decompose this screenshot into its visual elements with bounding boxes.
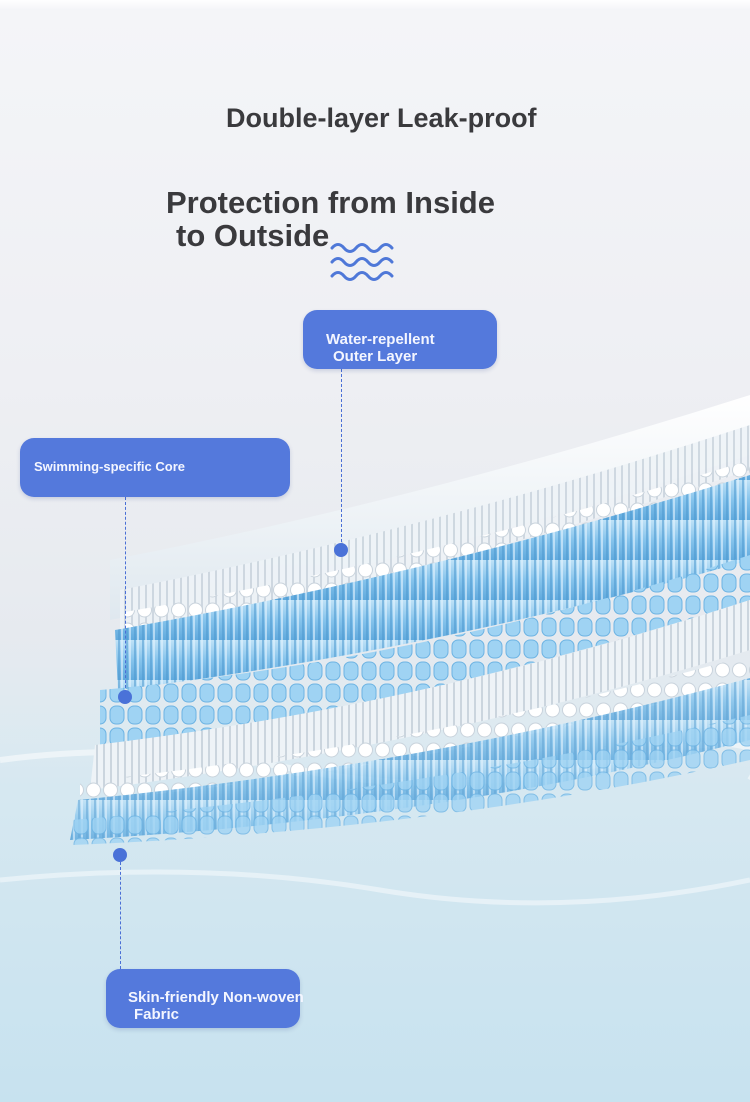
anchor-dot-core: [118, 690, 132, 704]
headline-secondary-line2: to Outside: [176, 218, 330, 253]
headline-secondary-line1: Protection from Inside: [166, 185, 495, 220]
anchor-dot-skin: [113, 848, 127, 862]
callout-outer-line1: Water-repellent: [326, 331, 435, 348]
leader-line-core: [125, 497, 126, 693]
layer-illustration: [0, 395, 750, 1102]
callout-skin-line1: Skin-friendly Non-woven: [128, 989, 304, 1006]
callout-outer-line2: Outer Layer: [333, 348, 418, 365]
anchor-dot-outer: [334, 543, 348, 557]
headline-secondary: Protection from Inside to Outside: [166, 186, 495, 252]
leader-line-skin: [120, 862, 121, 969]
callout-core-label: Swimming-specific Core: [34, 459, 185, 474]
wave-icon: [330, 243, 394, 281]
callout-skin-line2: Fabric: [134, 1006, 180, 1023]
headline-primary: Double-layer Leak-proof: [226, 103, 537, 133]
callout-skin-friendly-fabric: Skin-friendly Non-woven Fabric: [106, 969, 304, 1028]
callout-swimming-core: Swimming-specific Core: [20, 438, 290, 497]
callout-water-repellent-outer-layer: Water-repellent Outer Layer: [303, 310, 497, 369]
leader-line-outer: [341, 369, 342, 547]
